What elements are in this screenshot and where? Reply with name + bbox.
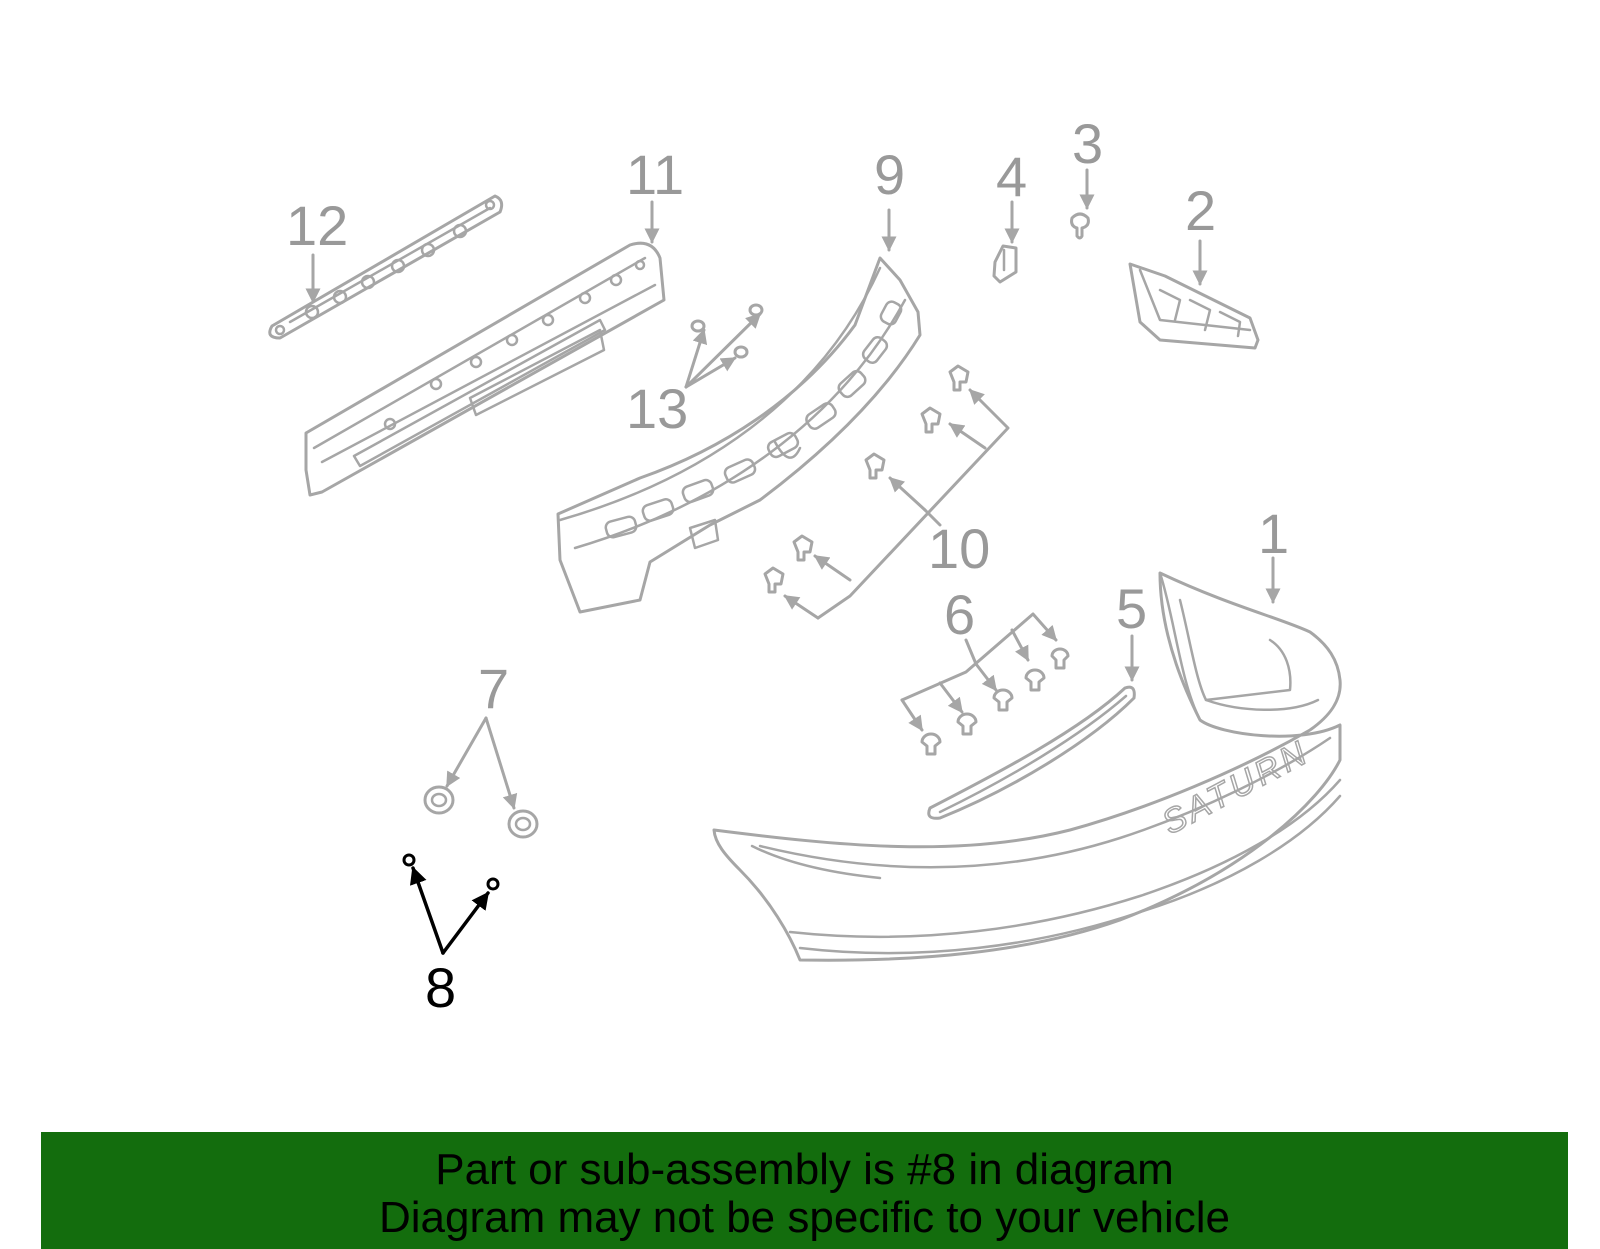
part-10-bolts (763, 364, 970, 594)
part-8-clips (402, 853, 500, 891)
callout-6: 6 (944, 583, 975, 646)
part-7-grommets (423, 785, 539, 839)
callout-labels: 1 2 3 4 5 6 7 8 9 10 11 12 13 (286, 112, 1289, 1019)
leader-lines (305, 168, 1281, 955)
callout-10: 10 (928, 517, 990, 580)
callout-2: 2 (1185, 179, 1216, 242)
callout-11: 11 (626, 143, 684, 206)
impact-bar-slots (604, 300, 903, 539)
callout-5: 5 (1116, 577, 1147, 640)
banner-line-part: Part or sub-assembly is #8 in diagram (435, 1145, 1174, 1194)
part-2-side-bracket (1128, 262, 1260, 350)
callout-13: 13 (626, 377, 688, 440)
callout-9: 9 (874, 143, 905, 206)
part-12-retainer-strip (268, 194, 504, 340)
part-11-energy-absorber (304, 241, 666, 497)
callout-1: 1 (1258, 502, 1289, 565)
part-9-impact-bar (556, 256, 922, 614)
callout-12: 12 (286, 194, 348, 257)
callout-3: 3 (1072, 112, 1103, 175)
banner-line-disclaimer: Diagram may not be specific to your vehi… (378, 1193, 1231, 1242)
callout-8: 8 (425, 956, 456, 1019)
part-3-push-pin (1070, 212, 1090, 240)
part-5-strip (927, 685, 1136, 820)
part-4-bracket (992, 244, 1018, 284)
callout-4: 4 (996, 145, 1027, 208)
callout-7: 7 (478, 657, 509, 720)
info-banner: Part or sub-assembly is #8 in diagram Di… (41, 1132, 1568, 1249)
part-6-push-retainers (920, 647, 1070, 756)
